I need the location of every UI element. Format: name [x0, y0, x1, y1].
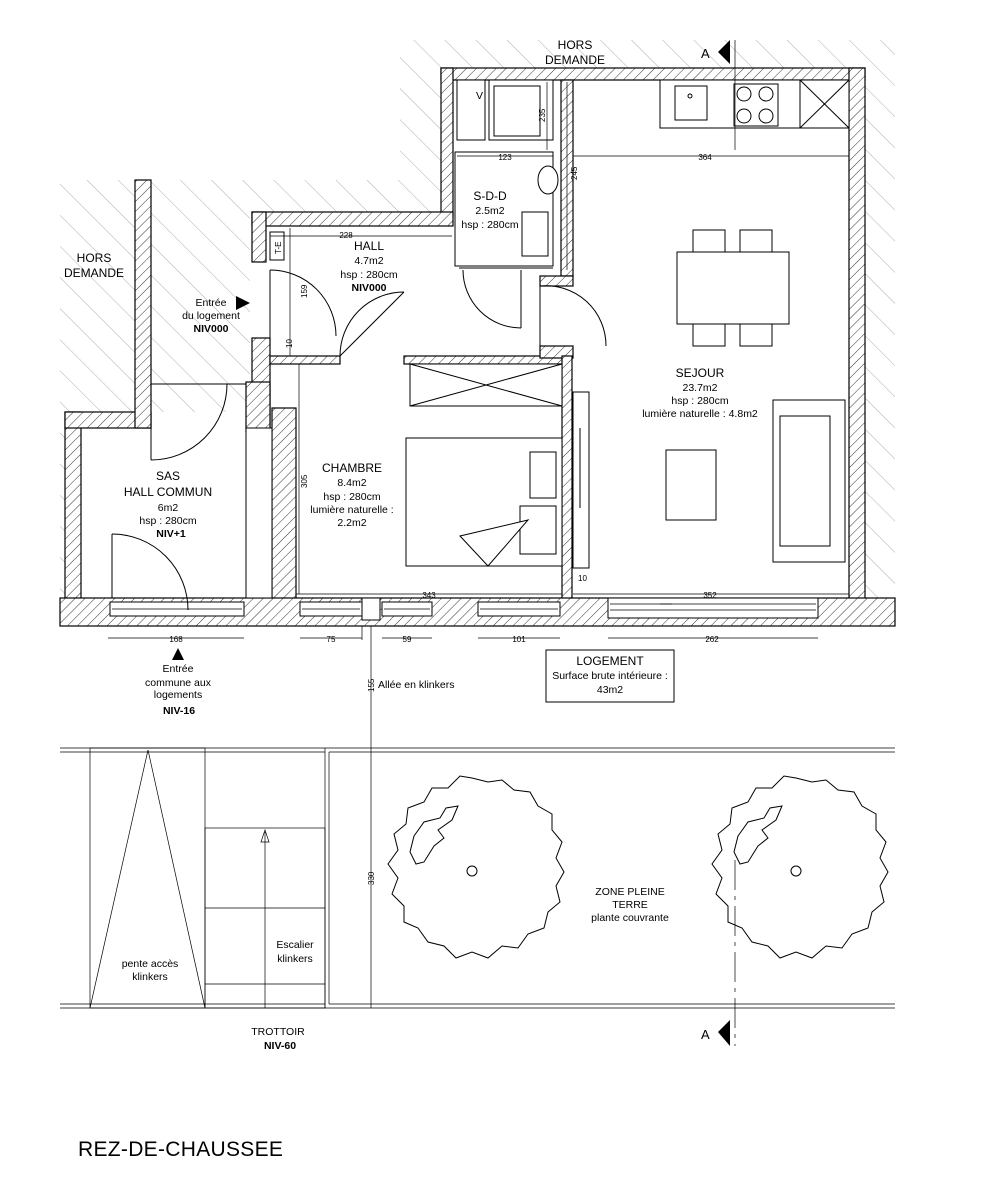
logement-box: [545, 649, 675, 703]
dim-101: 101: [512, 635, 526, 644]
dim-352: 352: [703, 591, 717, 600]
hall-level: NIV000: [351, 282, 386, 294]
sas-level: NIV+1: [156, 528, 186, 540]
dim-59: 59: [403, 635, 412, 644]
chambre-hsp: hsp : 280cm: [323, 491, 380, 503]
dim-10a: 10: [285, 339, 294, 348]
walls: [59, 67, 896, 627]
dim-262: 262: [705, 635, 719, 644]
zone-1: ZONE PLEINE: [595, 886, 664, 898]
dim-235: 235: [538, 108, 547, 122]
dim-159: 159: [300, 284, 309, 298]
dim-155: 155: [367, 678, 376, 692]
chambre-area: 8.4m2: [337, 477, 366, 489]
sejour-area: 23.7m2: [682, 382, 717, 394]
zone-3: plante couvrante: [591, 912, 669, 924]
exterior-site: [60, 747, 895, 1009]
hall-name: HALL: [354, 239, 384, 253]
entree-logement-2: du logement: [182, 310, 240, 322]
te-label: T-E: [274, 242, 283, 254]
tree-right-icon: [711, 775, 889, 959]
v-label: V: [476, 90, 483, 102]
hors-demande-left-1: HORS: [77, 251, 112, 265]
dim-364: 364: [698, 153, 712, 162]
trottoir-niv: NIV-60: [264, 1040, 296, 1052]
entree-commune-3: logements: [154, 689, 202, 701]
hors-demande-left-2: DEMANDE: [64, 266, 124, 280]
sejour-hsp: hsp : 280cm: [671, 395, 728, 407]
sejour-name: SEJOUR: [676, 366, 725, 380]
dim-228: 228: [339, 231, 353, 240]
sdd-fixtures: [454, 79, 559, 269]
sejour-furniture: [572, 229, 846, 569]
sejour-light: lumière naturelle : 4.8m2: [642, 408, 758, 420]
windows: [109, 597, 819, 621]
sdd-name: S-D-D: [473, 189, 507, 203]
pente-2: klinkers: [132, 971, 168, 983]
logement-line2: 43m2: [597, 684, 623, 696]
entrance-arrow-icon: [236, 296, 250, 310]
doors: [111, 231, 607, 611]
logement-title: LOGEMENT: [576, 654, 644, 668]
sdd-area: 2.5m2: [475, 205, 504, 217]
zone-2: TERRE: [612, 899, 648, 911]
section-arrow-top-icon: [718, 40, 730, 64]
hall-hsp: hsp : 280cm: [340, 269, 397, 281]
hors-demande-top-2: DEMANDE: [545, 53, 605, 67]
section-marker-top: A: [701, 46, 710, 61]
chambre-furniture: [245, 363, 563, 599]
labels: HORS DEMANDE HORS DEMANDE Entrée du loge…: [64, 38, 758, 1052]
entree-logement-niv: NIV000: [193, 323, 228, 335]
dim-10b: 10: [578, 574, 587, 583]
dim-343: 343: [422, 591, 436, 600]
dim-123: 123: [498, 153, 512, 162]
sas-hsp: hsp : 280cm: [139, 515, 196, 527]
chambre-name: CHAMBRE: [322, 461, 382, 475]
chambre-light-2: 2.2m2: [337, 517, 366, 529]
common-entrance-arrow-icon: [172, 648, 184, 660]
allee-label: Allée en klinkers: [378, 679, 454, 691]
hors-demande-top-1: HORS: [558, 38, 593, 52]
escalier-1: Escalier: [276, 939, 314, 951]
dim-330: 330: [367, 871, 376, 885]
dim-305: 305: [300, 474, 309, 488]
kitchen-counter: [659, 79, 850, 129]
dim-168: 168: [169, 635, 183, 644]
hall-area: 4.7m2: [354, 255, 383, 267]
entree-commune-1: Entrée: [163, 663, 194, 675]
dimension-values: 235 123 364 245 228 159 10 305 343 10 35…: [169, 108, 719, 885]
section-arrow-bottom-icon: [718, 1020, 730, 1046]
hors-demande-zone-left-inner: [150, 180, 250, 412]
dimension-lines: [108, 82, 849, 1008]
hors-demande-zone-top: [250, 40, 895, 600]
plan-title: REZ-DE-CHAUSSEE: [78, 1138, 284, 1161]
entree-commune-niv: NIV-16: [163, 705, 195, 717]
sas-name-1: SAS: [156, 469, 180, 483]
sdd-hsp: hsp : 280cm: [461, 219, 518, 231]
pente-1: pente accès: [122, 958, 179, 970]
section-marker-bottom: A: [701, 1027, 710, 1042]
tree-left-icon: [387, 775, 565, 959]
dim-245: 245: [570, 166, 579, 180]
entree-commune-2: commune aux: [145, 677, 212, 689]
entree-logement-1: Entrée: [196, 297, 227, 309]
escalier-2: klinkers: [277, 953, 313, 965]
sas-name-2: HALL COMMUN: [124, 485, 212, 499]
chambre-light-1: lumière naturelle :: [310, 504, 393, 516]
logement-line1: Surface brute intérieure :: [552, 670, 668, 682]
hors-demande-zone-left: [60, 180, 135, 600]
sas-area: 6m2: [158, 502, 179, 514]
section-line: A A: [701, 40, 736, 1046]
trottoir-label: TROTTOIR: [251, 1026, 305, 1038]
dim-75: 75: [327, 635, 336, 644]
